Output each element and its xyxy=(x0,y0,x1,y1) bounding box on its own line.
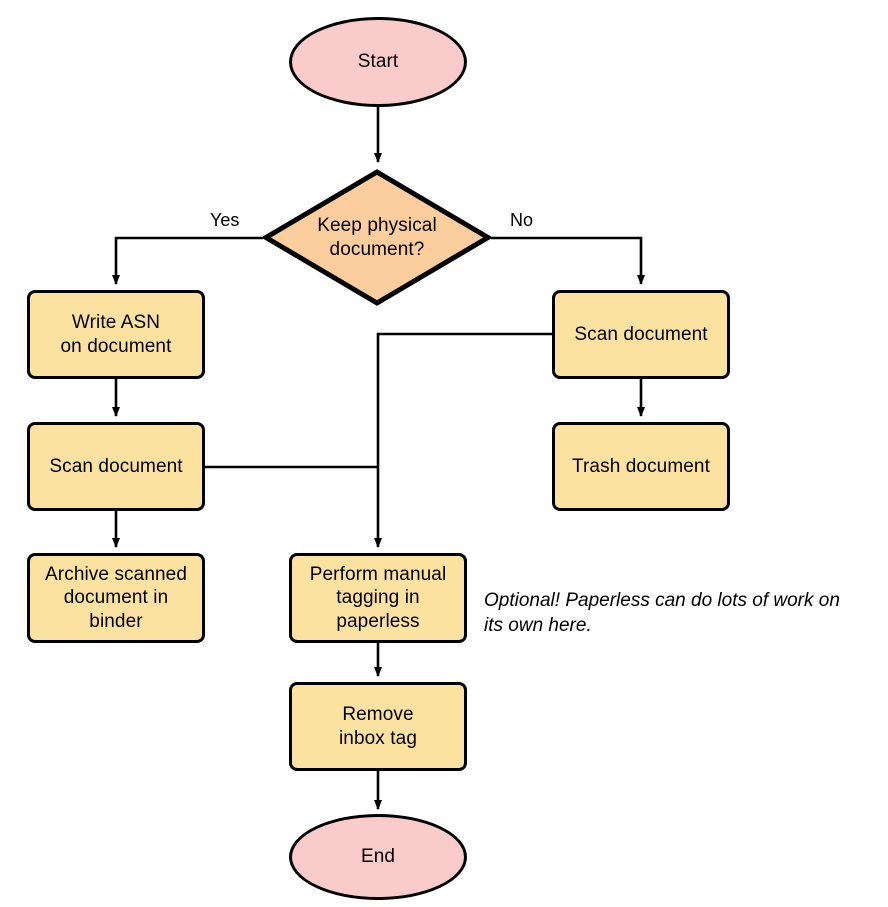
annotation-line-1: Optional! Paperless can do lots of work … xyxy=(484,590,840,611)
node-scan-document-right-label: Scan document xyxy=(574,323,708,345)
node-start-label: Start xyxy=(357,51,399,73)
edge-label-yes: Yes xyxy=(210,210,240,230)
annotation-line-2: its own here. xyxy=(484,615,592,637)
edge-scan-right-to-manual-tagging xyxy=(374,332,552,548)
edge-decision-no-to-scan-right xyxy=(491,236,645,285)
edge-decision-yes-to-write-asn xyxy=(112,236,263,285)
node-trash-document-label: Trash document xyxy=(572,455,710,477)
node-end-label: End xyxy=(360,846,396,868)
node-start[interactable]: Start xyxy=(289,17,467,107)
annotation-optional-note: Optional! Paperless can do lots of work … xyxy=(484,588,884,638)
node-end[interactable]: End xyxy=(289,814,467,900)
node-scan-document-left[interactable]: Scan document xyxy=(27,422,205,511)
node-scan-document-left-label: Scan document xyxy=(49,455,183,477)
edge-label-no: No xyxy=(510,210,534,230)
diamond-shape xyxy=(263,169,491,306)
node-trash-document[interactable]: Trash document xyxy=(552,422,730,511)
node-scan-document-right[interactable]: Scan document xyxy=(552,290,730,379)
